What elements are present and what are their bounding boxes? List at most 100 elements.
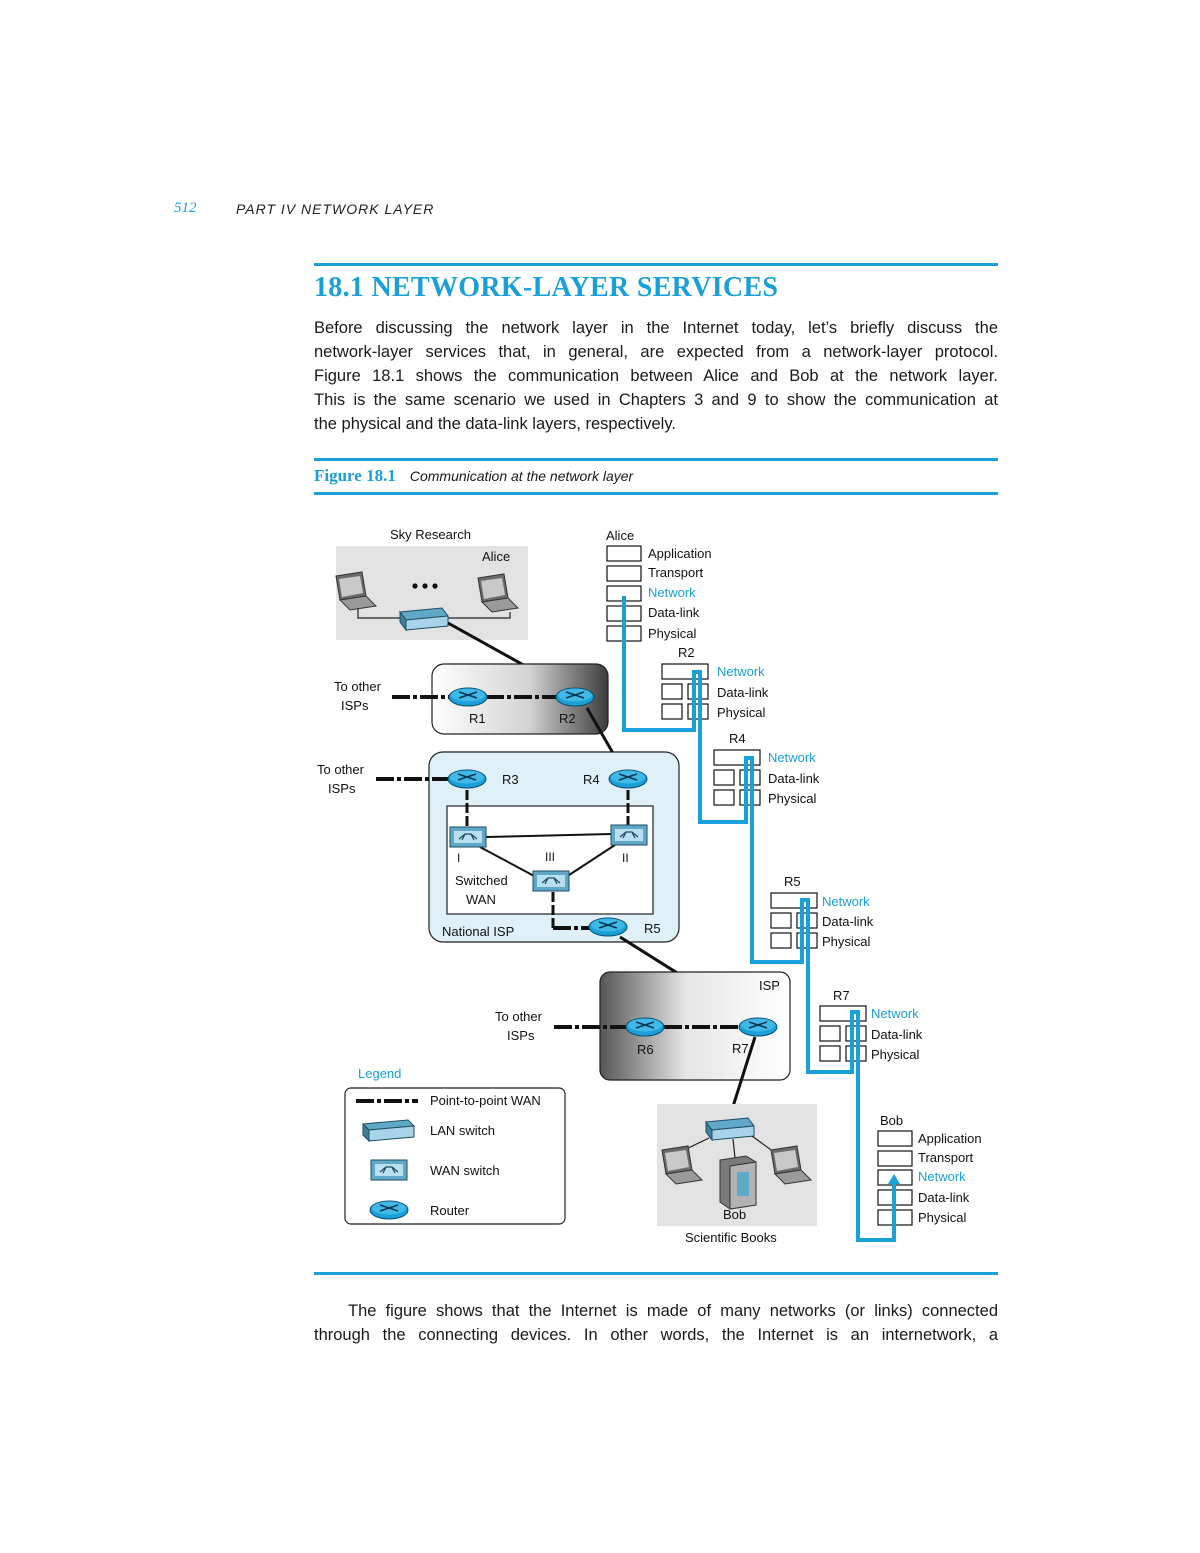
router-label: R6 [637, 1042, 654, 1057]
layer-label: Network [768, 750, 816, 765]
layer-label: Application [648, 546, 712, 561]
router-r5-stack: R5 Network Data-link Physical [770, 874, 874, 949]
figure-bottom-rule [314, 1272, 998, 1275]
arrow-up-icon [888, 1174, 900, 1184]
figure-top-rule [314, 458, 998, 461]
legend-item: Router [430, 1203, 470, 1218]
wan-switch-label: I [457, 851, 460, 865]
router-r7-stack: R7 Network Data-link Physical [819, 988, 923, 1062]
text-line: Before discussing the network layer in t… [314, 319, 998, 337]
router-r2-stack: R2 Network Data-link Physical [661, 645, 769, 720]
layer-label: Network [648, 585, 696, 600]
figure-caption: Figure 18.1 Communication at the network … [314, 466, 633, 486]
bob-protocol-stack: Bob Application Transport Network Data-l… [877, 1113, 982, 1226]
text-line: This is the same scenario we used in Cha… [314, 391, 998, 409]
layer-label: Data-link [648, 605, 700, 620]
legend-item: LAN switch [430, 1123, 495, 1138]
wan-switch-label: II [622, 851, 629, 865]
layer-label: Physical [717, 705, 766, 720]
layer-label: Application [918, 1131, 982, 1146]
router-r7 [738, 1017, 778, 1037]
running-header: PART IV NETWORK LAYER [236, 201, 435, 217]
router-label: R4 [729, 731, 746, 746]
alice-lan-label: Alice [482, 549, 510, 564]
closing-paragraph: The figure shows that the Internet is ma… [314, 1299, 998, 1347]
scientific-books-label: Scientific Books [685, 1230, 777, 1245]
wan-switch-icon [449, 826, 487, 848]
isp-label: ISP [759, 978, 780, 993]
text-line: network-layer services that, in general,… [314, 343, 998, 361]
legend-item: WAN switch [430, 1163, 500, 1178]
layer-label: Physical [918, 1210, 967, 1225]
page-number: 512 [174, 200, 197, 216]
layer-label: Network [717, 664, 765, 679]
layer-label: Network [871, 1006, 919, 1021]
router-r6 [625, 1017, 665, 1037]
network-layer-path [622, 596, 896, 1242]
legend-item: Point-to-point WAN [430, 1093, 541, 1108]
router-r4 [608, 769, 648, 789]
bob-lan-label: Bob [723, 1207, 746, 1222]
layer-label: Physical [648, 626, 697, 641]
router-r2 [555, 687, 595, 707]
to-other-isps-label: ISPs [507, 1028, 535, 1043]
intro-paragraph: Before discussing the network layer in t… [314, 316, 998, 436]
lan-switch-icon [399, 607, 449, 632]
router-label: R5 [784, 874, 801, 889]
section-title: 18.1 NETWORK-LAYER SERVICES [314, 272, 779, 303]
layer-label: Data-link [717, 685, 769, 700]
to-other-isps-label: ISPs [328, 781, 356, 796]
wan-switch-label: III [545, 850, 555, 864]
layer-label: Network [822, 894, 870, 909]
layer-label: Data-link [871, 1027, 923, 1042]
section-rule [314, 263, 998, 266]
layer-label: Data-link [822, 914, 874, 929]
router-r1 [448, 687, 488, 707]
switched-wan-label: Switched [455, 873, 508, 888]
wan-switch-icon [610, 824, 648, 846]
alice-stack-label: Alice [606, 528, 634, 543]
router-label: R2 [678, 645, 695, 660]
layer-label: Transport [648, 565, 704, 580]
layer-label: Network [918, 1169, 966, 1184]
to-other-isps-label: To other [317, 762, 365, 777]
layer-label: Data-link [918, 1190, 970, 1205]
text-line: Figure 18.1 shows the communication betw… [314, 367, 998, 385]
legend-title: Legend [358, 1066, 401, 1081]
layer-label: Transport [918, 1150, 974, 1165]
router-label: R2 [559, 711, 576, 726]
server-icon [719, 1155, 757, 1210]
router-label: R7 [732, 1041, 749, 1056]
to-other-isps-label: ISPs [341, 698, 369, 713]
text-line: through the connecting devices. In other… [314, 1326, 998, 1344]
figure-description: Communication at the network layer [409, 468, 634, 484]
router-legend-icon [369, 1200, 409, 1220]
to-other-isps-label: To other [334, 679, 382, 694]
switched-wan-box [446, 805, 654, 915]
ellipsis-icon [412, 583, 438, 589]
lan-switch-icon [705, 1117, 755, 1142]
router-label: R3 [502, 772, 519, 787]
router-r4-stack: R4 Network Data-link Physical [713, 731, 820, 806]
sky-research-label: Sky Research [390, 527, 471, 542]
lan-switch-legend-icon [361, 1119, 416, 1143]
bob-stack-label: Bob [880, 1113, 903, 1128]
router-r3 [447, 769, 487, 789]
router-r5 [588, 917, 628, 937]
text-line: the physical and the data-link layers, r… [314, 415, 676, 433]
wan-switch-icon [532, 870, 570, 892]
router-label: R5 [644, 921, 661, 936]
router-label: R4 [583, 772, 600, 787]
figure-caption-rule [314, 492, 998, 495]
figure-label: Figure 18.1 [314, 466, 396, 485]
alice-protocol-stack: Alice Application Transport Network Data… [606, 528, 712, 642]
to-other-isps-label: To other [495, 1009, 543, 1024]
router-label: R7 [833, 988, 850, 1003]
switched-wan-label: WAN [466, 892, 496, 907]
router-label: R1 [469, 711, 486, 726]
layer-label: Physical [822, 934, 871, 949]
wan-switch-legend-icon [370, 1159, 408, 1181]
text-line: The figure shows that the Internet is ma… [348, 1302, 998, 1320]
national-isp-label: National ISP [442, 924, 514, 939]
